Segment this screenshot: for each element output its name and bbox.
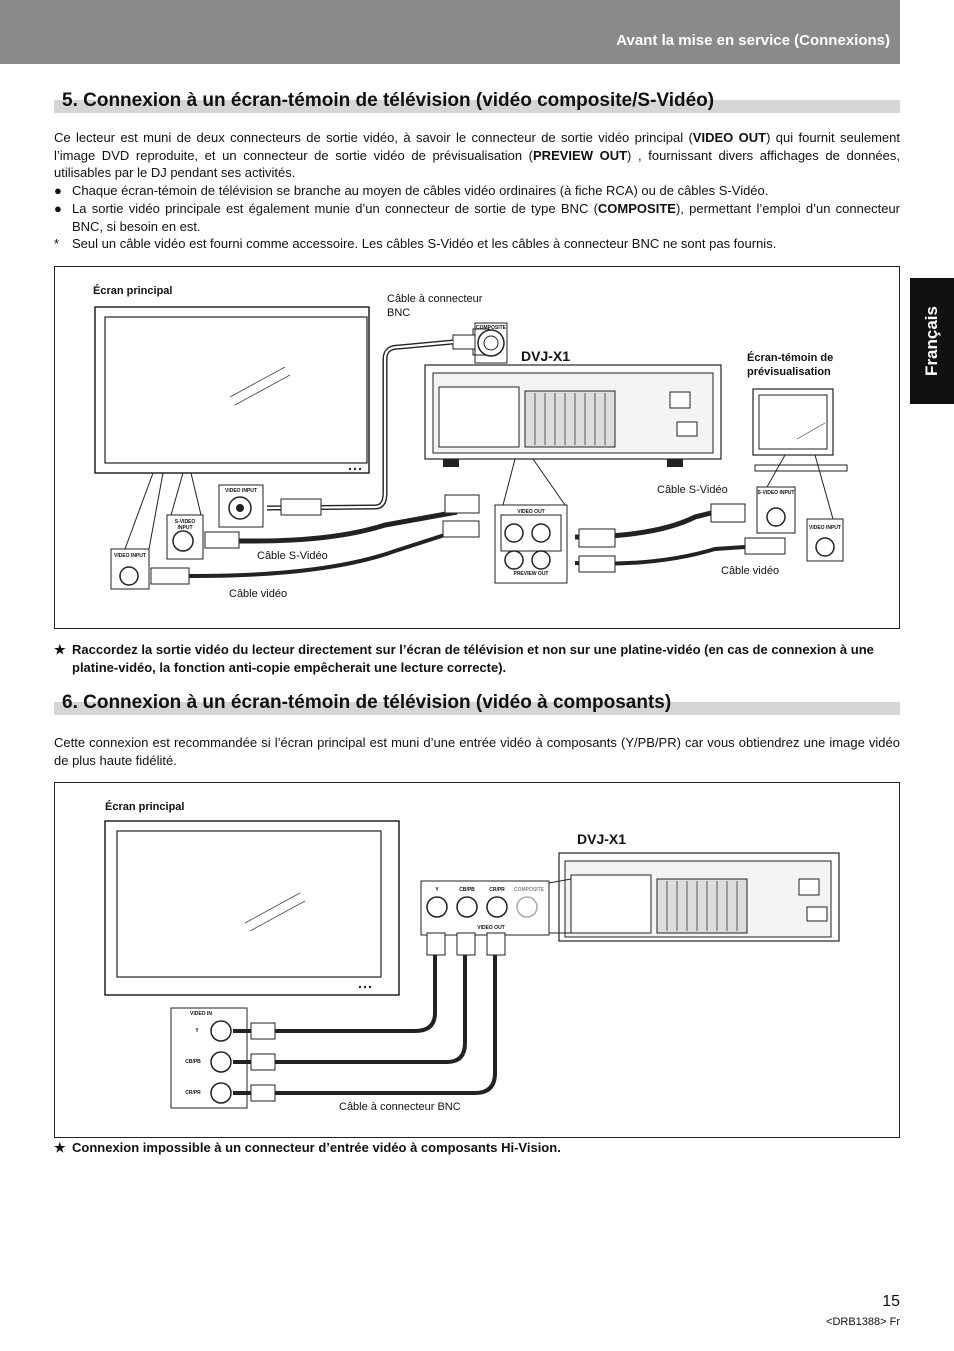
fig1-svideo-input-tag: S-VIDEO INPUT <box>174 519 196 531</box>
fig1-cable-svideo-left-label: Câble S-Vidéo <box>257 550 328 562</box>
figure-component: Écran principal DVJ-X1 Câble à connecteu… <box>54 782 900 1138</box>
doc-id: <DRB1388> Fr <box>826 1316 900 1328</box>
fig2-cb-tag: CB/PB <box>185 1059 201 1065</box>
fig1-cable-video-left-label: Câble vidéo <box>229 588 288 600</box>
section6-title: 6. Connexion à un écran-témoin de télévi… <box>54 690 900 716</box>
section6-warning: ★Connexion impossible à un connecteur d’… <box>54 1140 561 1155</box>
section5-warning: ★Raccordez la sortie vidéo du lecteur di… <box>54 642 874 675</box>
fig1-video-input-tag-2: VIDEO INPUT <box>114 553 146 559</box>
fig1-ecran-temoin-label: Écran-témoin de prévisualisation <box>747 352 834 378</box>
page-number: 15 <box>882 1293 900 1310</box>
fig2-dvj-label: DVJ-X1 <box>577 831 627 847</box>
fig1-dvj-label: DVJ-X1 <box>521 348 571 364</box>
language-tab: Français <box>910 278 954 404</box>
section5-bullet-2: ●La sortie vidéo principale est égalemen… <box>54 201 900 234</box>
fig2-cable-bnc-label: Câble à connecteur BNC <box>339 1101 461 1113</box>
fig1-video-out-tag: VIDEO OUT <box>517 509 545 515</box>
figure-composite-svideo: Écran principal Câble à connecteur BNC D… <box>54 266 900 629</box>
fig1-video-input-tag-3: VIDEO INPUT <box>809 525 841 531</box>
fig1-cable-video-right-label: Câble vidéo <box>721 565 780 577</box>
fig2-y-tag: Y <box>195 1028 199 1034</box>
fig1-composite-tag: COMPOSITE <box>475 325 506 331</box>
fig1-cable-bnc-label: Câble à connecteur BNC <box>387 293 483 319</box>
fig1-svideo-input-tag-2: S-VIDEO INPUT <box>757 490 795 496</box>
section5-title: 5. Connexion à un écran-témoin de télévi… <box>54 88 900 114</box>
section5-intro: Ce lecteur est muni de deux connecteurs … <box>54 130 900 180</box>
fig1-video-input-tag: VIDEO INPUT <box>225 488 257 494</box>
figure-component-drawing <box>104 820 840 1109</box>
section5-note: *Seul un câble vidéo est fourni comme ac… <box>54 236 777 251</box>
language-label: Français <box>922 306 941 376</box>
fig1-cable-svideo-right-label: Câble S-Vidéo <box>657 484 728 496</box>
fig2-ecran-principal-label: Écran principal <box>105 801 185 813</box>
fig2-composite-tag: COMPOSITE <box>513 887 544 893</box>
figure-composite-svideo-drawing <box>94 306 848 590</box>
header-title: Avant la mise en service (Connexions) <box>616 32 890 49</box>
fig1-ecran-principal-label: Écran principal <box>93 285 173 297</box>
fig2-cr-tag: CR/PR <box>185 1090 201 1096</box>
header-bar: Avant la mise en service (Connexions) <box>0 0 900 64</box>
fig2-cb-out-tag: CB/PB <box>459 887 475 893</box>
fig2-video-in-tag: VIDEO IN <box>190 1011 212 1017</box>
section5-bullet-1: ●Chaque écran-témoin de télévision se br… <box>54 183 769 198</box>
fig2-video-out-tag: VIDEO OUT <box>477 925 505 931</box>
fig2-cr-out-tag: CR/PR <box>489 887 505 893</box>
section6-intro: Cette connexion est recommandée si l’écr… <box>54 735 900 768</box>
fig1-preview-out-tag: PREVIEW OUT <box>513 571 549 577</box>
fig2-y-out-tag: Y <box>435 887 439 893</box>
